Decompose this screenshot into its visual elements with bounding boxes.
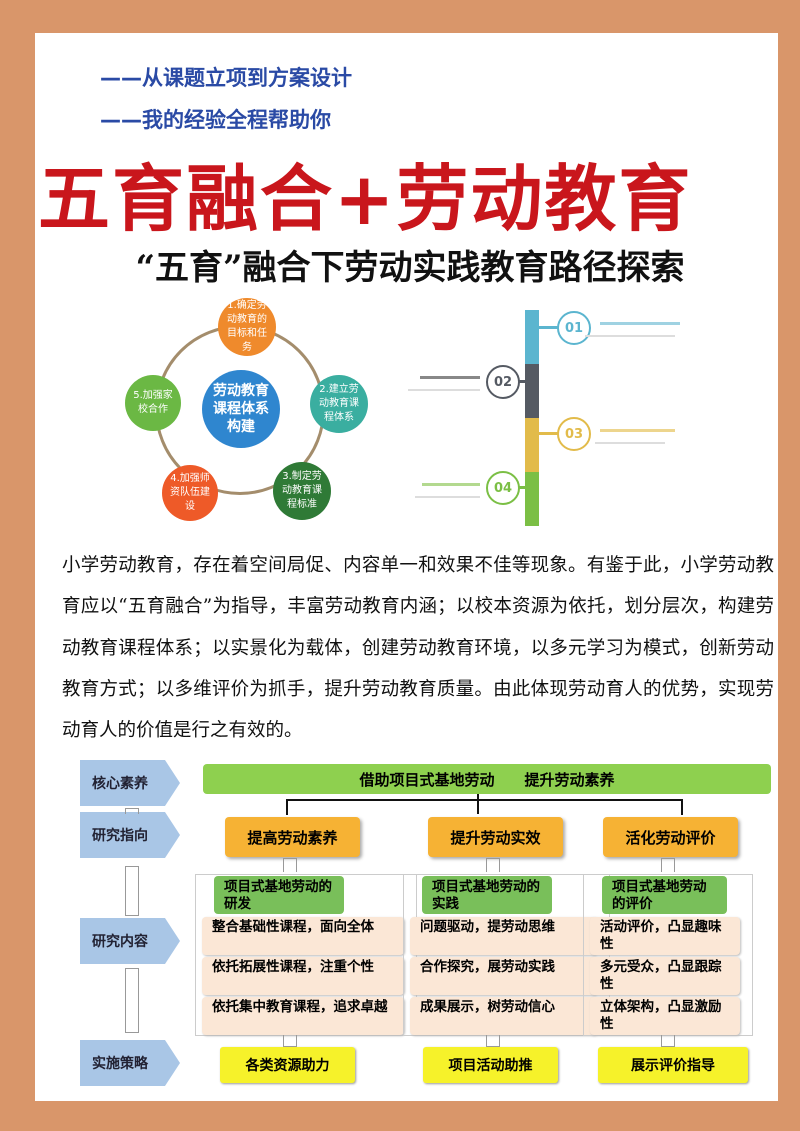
text-line xyxy=(408,389,480,391)
connector-line xyxy=(681,799,683,815)
direction-box: 提升劳动实效 xyxy=(428,817,563,857)
strategy-box: 各类资源助力 xyxy=(220,1047,355,1083)
row-label-core: 核心素养 xyxy=(80,760,180,806)
content-item: 整合基础性课程，面向全体 xyxy=(202,917,404,955)
connector-line xyxy=(286,799,682,801)
subtitle: “五育”融合下劳动实践教育路径探索 xyxy=(135,248,685,288)
content-item: 合作探究，展劳动实践 xyxy=(410,957,597,995)
down-arrow xyxy=(486,858,500,872)
content-item: 问题驱动，提劳动思维 xyxy=(410,917,597,955)
direction-box: 提高劳动素养 xyxy=(225,817,360,857)
up-arrow xyxy=(661,1035,675,1047)
timeline-segment-1 xyxy=(525,310,539,364)
cycle-node-3: 3.制定劳动教育课程标准 xyxy=(273,462,331,520)
cycle-node-5: 5.加强家校合作 xyxy=(125,375,181,431)
content-column xyxy=(583,874,753,1036)
down-arrow xyxy=(125,968,139,1033)
row-label-content: 研究内容 xyxy=(80,918,180,964)
column-heading: 项目式基地劳动的研发 xyxy=(214,876,344,914)
timeline-segment-2 xyxy=(525,364,539,418)
content-column xyxy=(403,874,610,1036)
text-line xyxy=(595,442,665,444)
connector xyxy=(537,432,559,435)
content-item: 立体架构，凸显激励性 xyxy=(590,997,740,1035)
connector-line xyxy=(477,794,479,814)
core-banner: 借助项目式基地劳动 提升劳动素养 xyxy=(203,764,771,794)
timeline-segment-4 xyxy=(525,472,539,526)
text-line xyxy=(415,496,480,498)
content-column xyxy=(195,874,417,1036)
content-item: 成果展示，树劳动信心 xyxy=(410,997,597,1035)
down-arrow xyxy=(125,866,139,916)
down-arrow xyxy=(661,858,675,872)
text-line xyxy=(585,335,675,337)
row-label-direction: 研究指向 xyxy=(80,812,180,858)
content-item: 依托拓展性课程，注重个性 xyxy=(202,957,404,995)
timeline-diagram: 01 02 03 04 xyxy=(400,305,680,530)
direction-box: 活化劳动评价 xyxy=(603,817,738,857)
text-line xyxy=(600,429,675,432)
column-heading: 项目式基地劳动的实践 xyxy=(422,876,552,914)
up-arrow xyxy=(486,1035,500,1047)
main-title: 五育融合+劳动教育 xyxy=(38,157,693,241)
up-arrow xyxy=(283,1035,297,1047)
connector-line xyxy=(286,799,288,815)
content-item: 依托集中教育课程，追求卓越 xyxy=(202,997,404,1035)
row-label-strategy: 实施策略 xyxy=(80,1040,180,1086)
column-heading: 项目式基地劳动的评价 xyxy=(602,876,727,914)
tagline-2: ——我的经验全程帮助你 xyxy=(100,108,331,132)
down-arrow xyxy=(125,808,139,814)
cycle-node-4: 4.加强师资队伍建设 xyxy=(162,465,218,521)
content-item: 多元受众，凸显跟踪性 xyxy=(590,957,740,995)
timeline-step-04: 04 xyxy=(486,471,520,505)
strategy-box: 项目活动助推 xyxy=(423,1047,558,1083)
connector xyxy=(537,326,559,329)
text-line xyxy=(600,322,680,325)
timeline-segment-3 xyxy=(525,418,539,472)
strategy-box: 展示评价指导 xyxy=(598,1047,748,1083)
tagline-1: ——从课题立项到方案设计 xyxy=(100,66,352,90)
text-line xyxy=(420,376,480,379)
text-line xyxy=(422,483,480,486)
cycle-center: 劳动教育课程体系构建 xyxy=(202,370,280,448)
timeline-step-01: 01 xyxy=(557,311,591,345)
down-arrow xyxy=(283,858,297,872)
body-paragraph: 小学劳动教育，存在着空间局促、内容单一和效果不佳等现象。有鉴于此，小学劳动教育应… xyxy=(62,555,774,742)
cycle-diagram: 劳动教育课程体系构建 1.确定劳动教育的目标和任务 2.建立劳动教育课程体系 3… xyxy=(110,295,368,525)
cycle-node-2: 2.建立劳动教育课程体系 xyxy=(310,375,368,433)
cycle-node-1: 1.确定劳动教育的目标和任务 xyxy=(218,298,276,356)
timeline-step-02: 02 xyxy=(486,365,520,399)
timeline-step-03: 03 xyxy=(557,417,591,451)
content-item: 活动评价，凸显趣味性 xyxy=(590,917,740,955)
